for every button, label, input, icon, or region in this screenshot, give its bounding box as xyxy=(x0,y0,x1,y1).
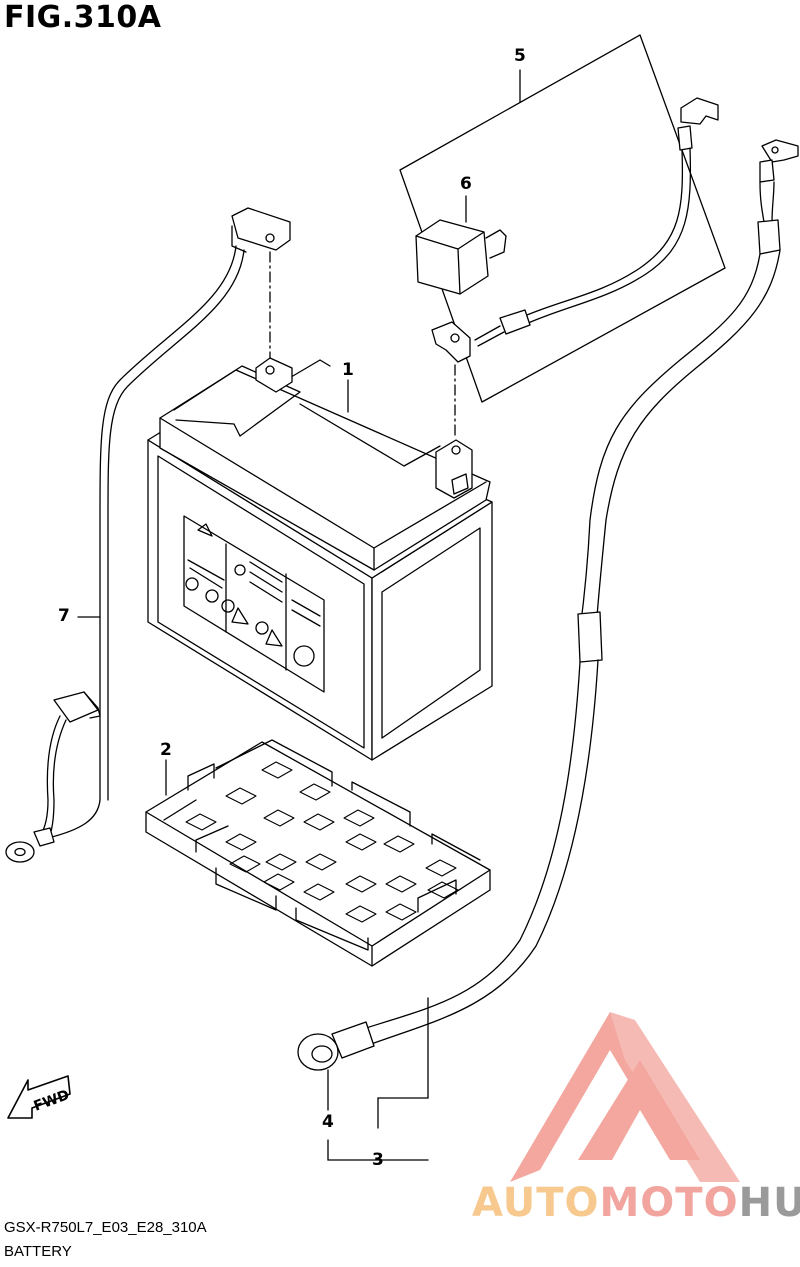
watermark-part-2: MOTO xyxy=(599,1180,739,1226)
callout-5: 5 xyxy=(514,46,526,66)
callout-3: 3 xyxy=(372,1150,384,1170)
part-5-positive-cable xyxy=(431,97,719,363)
part-3-negative-cable xyxy=(297,139,799,1071)
part-2-tray xyxy=(145,739,491,967)
watermark-part-1: AUTO xyxy=(472,1180,600,1226)
callout-7: 7 xyxy=(58,606,70,626)
fwd-direction-arrow-icon: FWD xyxy=(7,1075,72,1119)
callout-2: 2 xyxy=(160,740,172,760)
part-7-harness xyxy=(5,207,291,863)
callout-6: 6 xyxy=(460,174,472,194)
watermark-part-3: HUB xyxy=(738,1180,800,1226)
model-code: GSX-R750L7_E03_E28_310A xyxy=(4,1219,207,1236)
part-6-cover xyxy=(415,219,507,295)
leaders-3-4 xyxy=(327,997,429,1161)
watermark-triangle xyxy=(510,1012,740,1182)
callout-1: 1 xyxy=(342,360,354,380)
battery-warning-label xyxy=(183,515,325,693)
figure-title: FIG.310A xyxy=(4,0,162,35)
callout-4: 4 xyxy=(322,1112,334,1132)
watermark-logo-text: AUTOMOTOHUB xyxy=(472,1180,800,1226)
section-name: BATTERY xyxy=(4,1243,72,1260)
